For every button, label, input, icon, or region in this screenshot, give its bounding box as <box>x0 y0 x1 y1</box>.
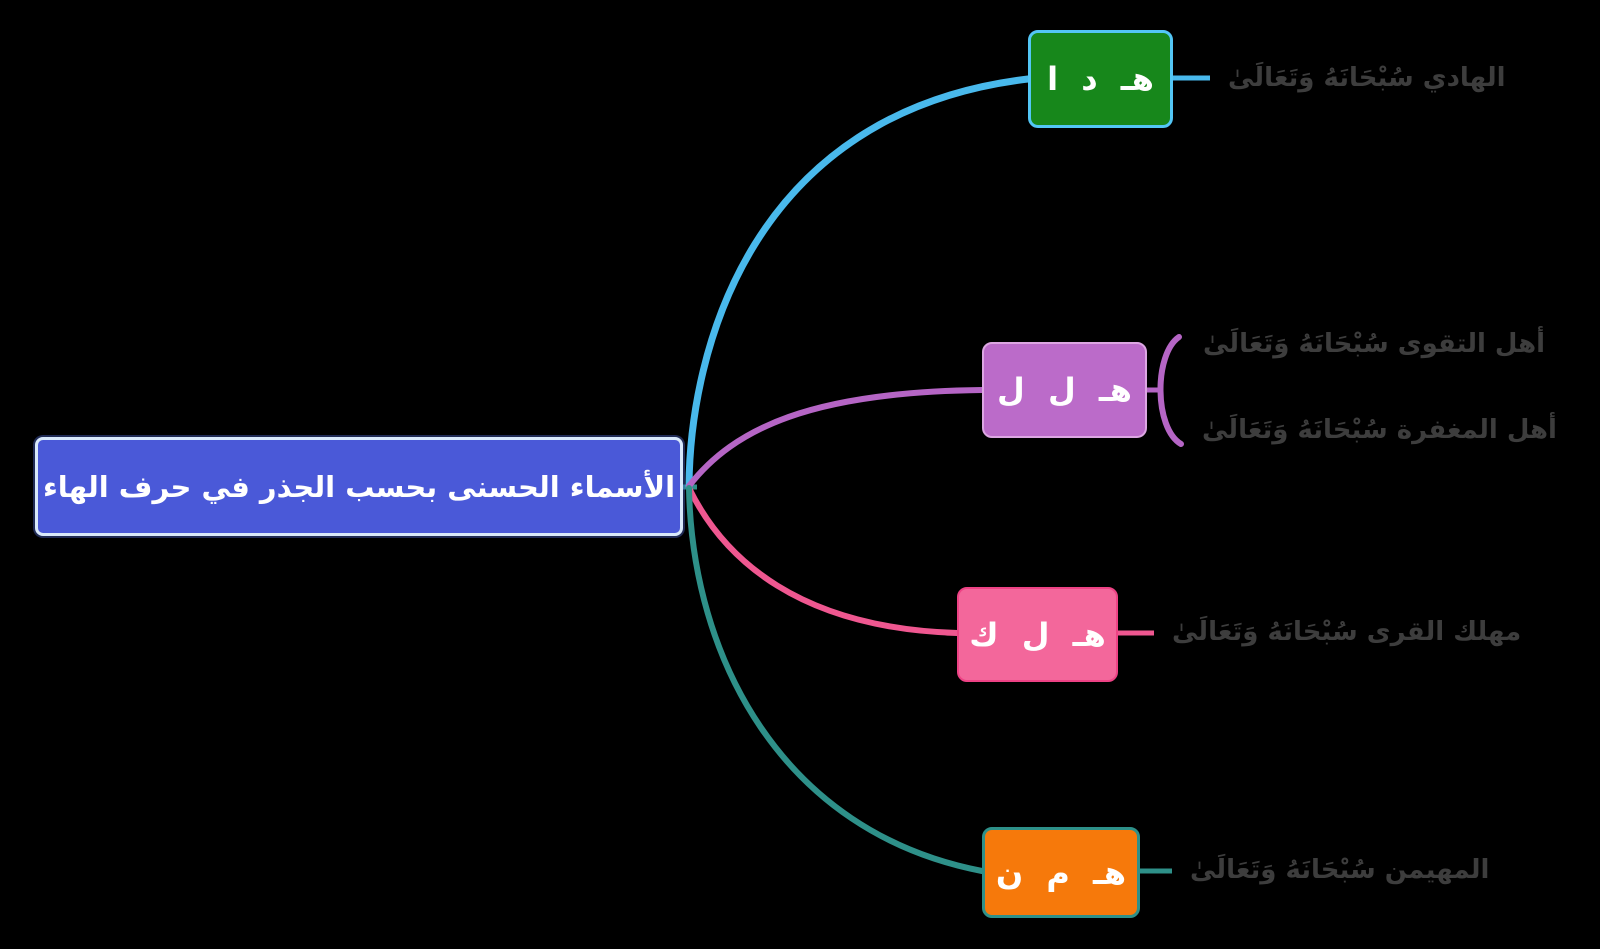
branch-node-hmn-label: هـ م ن <box>995 853 1127 892</box>
root-topic-node[interactable]: الأسماء الحسنى بحسب الجذر في حرف الهاء <box>35 437 683 536</box>
branch-node-hda[interactable]: هـ د ا <box>1028 30 1173 128</box>
branch-node-hmn[interactable]: هـ م ن <box>982 827 1140 918</box>
branch-node-hll[interactable]: هـ ل ل <box>982 342 1147 438</box>
connector-branch-hlk <box>686 485 960 636</box>
leaf-topic-muhlik-alqura[interactable]: مهلك القرى سُبْحَانَهُ وَتَعَالَىٰ <box>1172 617 1522 647</box>
leaf-topic-alhadi[interactable]: الهادي سُبْحَانَهُ وَتَعَالَىٰ <box>1228 63 1506 93</box>
branch-node-hda-label: هـ د ا <box>1047 60 1154 98</box>
branch-node-hlk-label: هـ ل ك <box>969 615 1106 654</box>
hll-brace-icon <box>1157 334 1184 447</box>
connector-branch-hmn <box>686 485 985 874</box>
leaf-topic-ahl-almaghfira[interactable]: أهل المغفرة سُبْحَانَهُ وَتَعَالَىٰ <box>1202 415 1557 445</box>
connector-branch-hda <box>685 75 1032 490</box>
branch-node-hll-label: هـ ل ل <box>997 371 1132 409</box>
root-topic-label: الأسماء الحسنى بحسب الجذر في حرف الهاء <box>42 469 676 504</box>
branch-node-hlk[interactable]: هـ ل ك <box>957 587 1118 682</box>
connector-branch-hll <box>686 387 985 489</box>
leaf-topic-ahl-altaqwa[interactable]: أهل التقوى سُبْحَانَهُ وَتَعَالَىٰ <box>1203 329 1546 359</box>
leaf-topic-almuhaymin[interactable]: المهيمن سُبْحَانَهُ وَتَعَالَىٰ <box>1190 855 1490 885</box>
